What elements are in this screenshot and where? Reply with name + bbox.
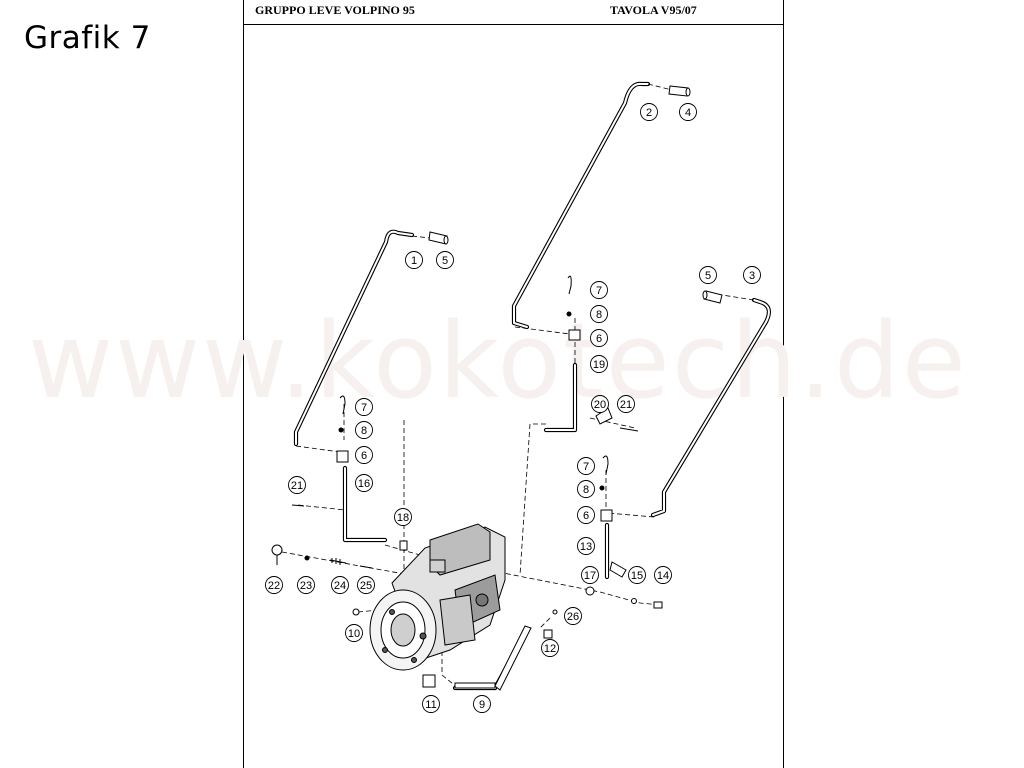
svg-text:9: 9 [479, 699, 485, 711]
svg-text:18: 18 [397, 512, 409, 524]
lever-rods [293, 81, 771, 691]
svg-text:15: 15 [631, 570, 643, 582]
callout-balloon[interactable]: 6 [355, 446, 373, 464]
svg-text:8: 8 [596, 309, 602, 321]
svg-text:8: 8 [361, 425, 367, 437]
callout-balloon[interactable]: 7 [355, 398, 373, 416]
svg-text:21: 21 [620, 399, 632, 411]
svg-text:6: 6 [596, 333, 602, 345]
svg-text:4: 4 [685, 107, 691, 119]
svg-text:26: 26 [567, 611, 579, 623]
svg-text:20: 20 [594, 399, 606, 411]
svg-text:24: 24 [334, 580, 346, 592]
svg-text:13: 13 [580, 541, 592, 553]
gearbox-housing [369, 523, 506, 671]
callout-balloon[interactable]: 25 [357, 576, 375, 594]
callout-balloon[interactable]: 7 [590, 281, 608, 299]
callout-balloon[interactable]: 8 [590, 305, 608, 323]
svg-text:11: 11 [425, 699, 436, 711]
assembly-lines [281, 83, 755, 689]
callout-balloon[interactable]: 24 [331, 576, 349, 594]
callout-balloon[interactable]: 11 [422, 695, 440, 713]
callout-balloon[interactable]: 16 [355, 474, 373, 492]
callout-balloon[interactable]: 5 [699, 266, 717, 284]
callout-balloon[interactable]: 3 [743, 266, 761, 284]
callout-balloon[interactable]: 9 [473, 695, 491, 713]
svg-text:7: 7 [596, 285, 602, 297]
watermark: www.kokotech.de [28, 300, 968, 422]
callout-balloon[interactable]: 21 [288, 476, 306, 494]
callout-balloon[interactable]: 4 [679, 103, 697, 121]
svg-text:19: 19 [593, 359, 605, 371]
callout-balloon[interactable]: 8 [577, 480, 595, 498]
callout-balloon[interactable]: 14 [654, 566, 672, 584]
svg-text:21: 21 [291, 480, 303, 492]
svg-text:23: 23 [300, 580, 312, 592]
hardware [271, 275, 663, 691]
callout-balloon[interactable]: 6 [577, 506, 595, 524]
callout-balloon[interactable]: 7 [577, 457, 595, 475]
callout-balloon[interactable]: 15 [628, 566, 646, 584]
svg-text:16: 16 [358, 478, 370, 490]
callout-balloon[interactable]: 20 [591, 395, 609, 413]
svg-text:5: 5 [705, 270, 711, 282]
figure-label: Grafik 7 [24, 20, 151, 56]
lever-grips [428, 85, 723, 304]
callout-balloon[interactable]: 21 [617, 395, 635, 413]
svg-text:8: 8 [583, 484, 589, 496]
callout-balloon[interactable]: 1 [405, 251, 423, 269]
callout-balloon[interactable]: 8 [355, 421, 373, 439]
svg-text:1: 1 [411, 255, 417, 267]
svg-text:6: 6 [583, 510, 589, 522]
sheet-table-number: TAVOLA V95/07 [610, 3, 697, 17]
callout-balloon[interactable]: 10 [345, 624, 363, 642]
svg-text:22: 22 [268, 580, 280, 592]
callout-balloon[interactable]: 12 [541, 639, 559, 657]
callout-balloon[interactable]: 17 [581, 566, 599, 584]
callout-balloon[interactable]: 2 [640, 103, 658, 121]
sheet-header: GRUPPO LEVE VOLPINO 95 TAVOLA V95/07 [244, 0, 783, 25]
callout-balloon[interactable]: 23 [297, 576, 315, 594]
svg-text:6: 6 [361, 450, 367, 462]
svg-text:3: 3 [749, 270, 755, 282]
callout-balloon[interactable]: 19 [590, 355, 608, 373]
callout-balloon[interactable]: 5 [436, 251, 454, 269]
callout-balloon[interactable]: 22 [265, 576, 283, 594]
svg-text:7: 7 [583, 461, 589, 473]
callout-balloon[interactable]: 13 [577, 537, 595, 555]
svg-text:2: 2 [646, 107, 652, 119]
svg-text:5: 5 [442, 255, 448, 267]
svg-text:12: 12 [544, 643, 556, 655]
svg-text:17: 17 [584, 570, 596, 582]
svg-text:25: 25 [360, 580, 372, 592]
callout-balloons: 1 5 2 4 5 3 7 8 6 19 20 21 7 8 6 16 21 1… [265, 103, 761, 713]
callout-balloon[interactable]: 26 [564, 607, 582, 625]
drawing-sheet: GRUPPO LEVE VOLPINO 95 TAVOLA V95/07 [243, 0, 784, 768]
svg-text:14: 14 [657, 570, 669, 582]
callout-balloon[interactable]: 18 [394, 508, 412, 526]
svg-text:7: 7 [361, 402, 367, 414]
sheet-title: GRUPPO LEVE VOLPINO 95 [255, 3, 415, 17]
callout-balloon[interactable]: 6 [590, 329, 608, 347]
svg-text:10: 10 [348, 628, 360, 640]
